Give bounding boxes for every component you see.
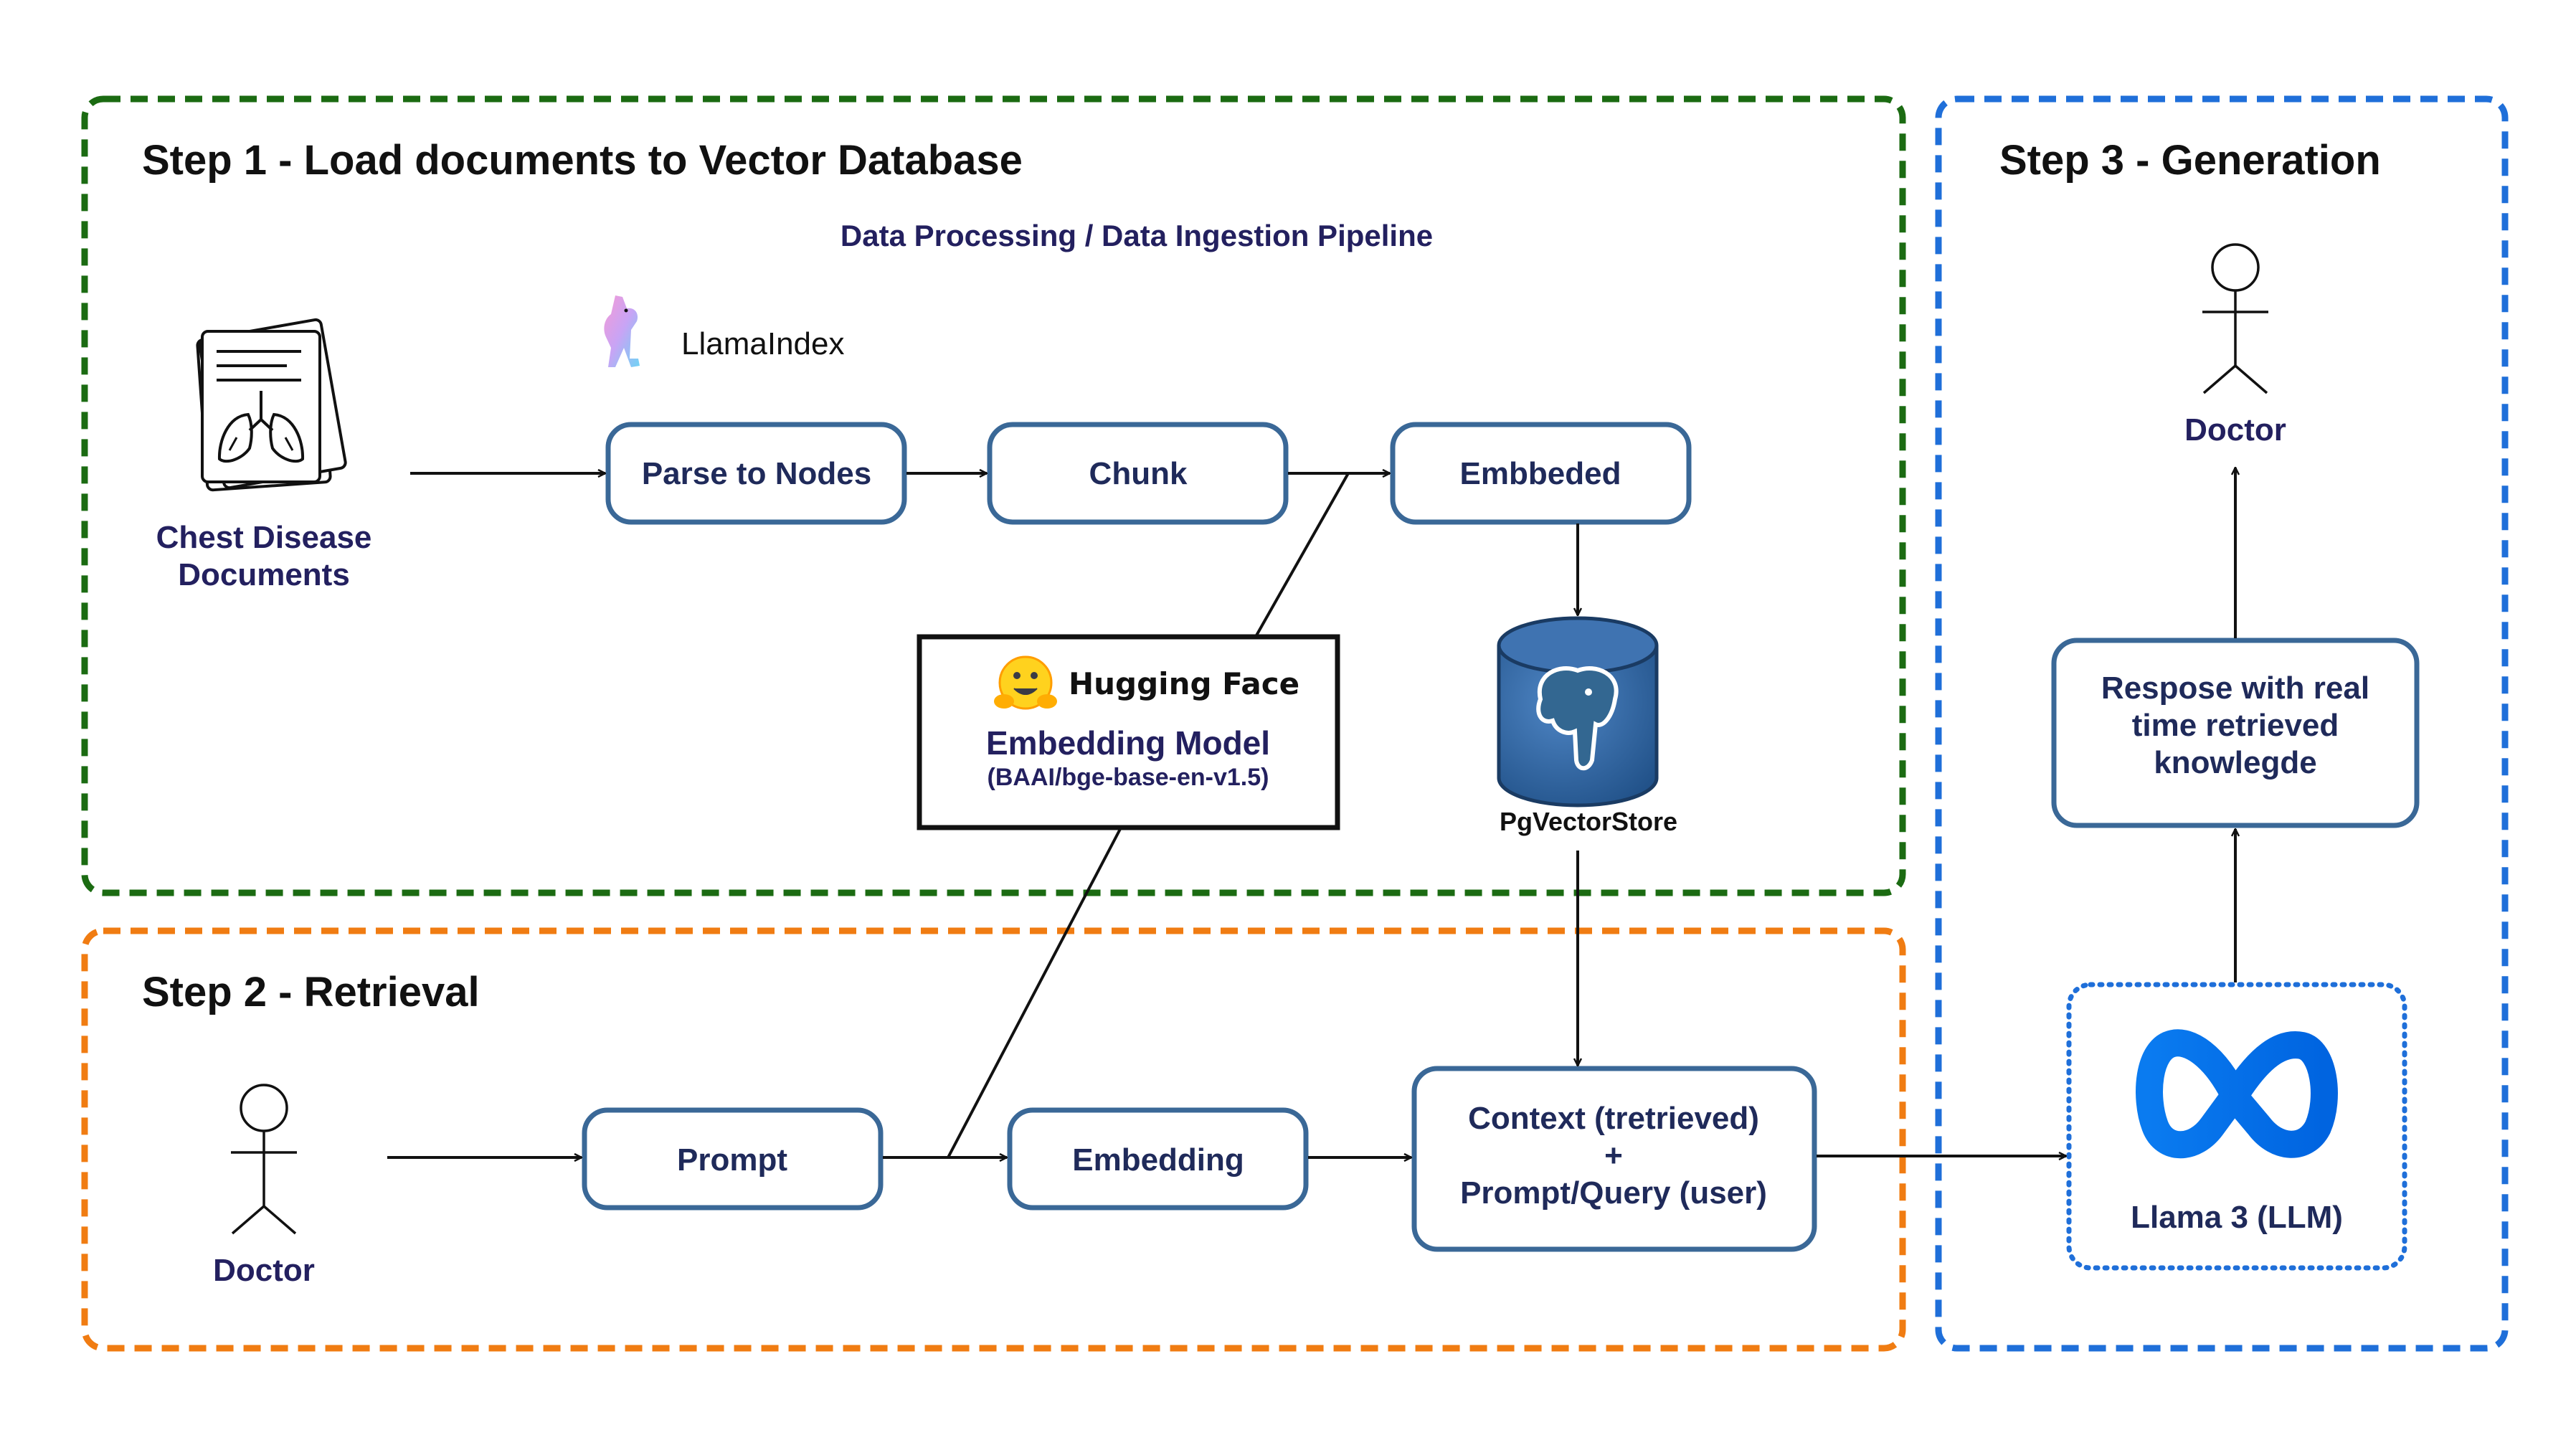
prompt-label: Prompt [677,1142,787,1178]
response-label-line2: time retrieved [2132,708,2339,743]
hugging-face-embedding-box: Hugging Face Embedding Model (BAAI/bge-b… [917,634,1340,830]
step2-section-border [81,927,1906,1352]
hf-to-prompt-line [947,828,1122,1158]
step1-subtitle: Data Processing / Data Ingestion Pipelin… [840,219,1433,252]
response-label-line3: knowlegde [2154,745,2316,780]
step1-title: Step 1 - Load documents to Vector Databa… [142,137,1023,184]
embedded-node: Embbeded [1390,422,1692,525]
response-label-line1: Respose with real [2101,671,2369,706]
response-node: Respose with real time retrieved knowleg… [2051,638,2420,828]
step1-section-border [81,95,1906,896]
document-lungs-icon [196,318,347,492]
embedded-label: Embbeded [1460,456,1621,491]
context-label-line1: Context (tretrieved) [1468,1101,1759,1136]
chunk-label: Chunk [1089,456,1188,491]
context-label-line3: Prompt/Query (user) [1460,1175,1767,1211]
stick-figure-icon [231,1084,297,1235]
stick-figure-icon [2202,243,2268,394]
embedding-model-id: (BAAI/bge-base-en-v1.5) [988,764,1269,791]
embedding-label: Embedding [1072,1142,1244,1178]
prompt-node: Prompt [582,1107,884,1211]
hf-to-embedded-line [1255,473,1350,636]
documents-label: Chest Disease [156,520,372,555]
pgvectorstore-label: PgVectorStore [1500,807,1677,836]
llama-logo-icon [604,295,640,367]
generation-doctor-label: Doctor [2184,412,2286,447]
llm-label: Llama 3 (LLM) [2131,1200,2343,1235]
parse-to-nodes-node: Parse to Nodes [605,422,907,525]
step3-title: Step 3 - Generation [1999,137,2381,184]
llamaindex-label: LlamaIndex [681,326,844,361]
meta-logo-icon [2136,1029,2338,1159]
documents-label-line2: Documents [178,557,350,592]
parse-to-nodes-label: Parse to Nodes [642,456,871,491]
chunk-node: Chunk [987,422,1289,525]
step2-title: Step 2 - Retrieval [142,969,480,1015]
context-node: Context (tretrieved) + Prompt/Query (use… [1411,1066,1817,1252]
embedding-model-label: Embedding Model [986,724,1270,762]
context-label-line2: + [1604,1138,1623,1173]
postgres-elephant-icon [1497,616,1659,807]
hugging-face-emoji-icon [994,655,1057,710]
retrieval-doctor-label: Doctor [213,1253,315,1288]
llm-node: Llama 3 (LLM) [2066,982,2407,1271]
hugging-face-brand: Hugging Face [1069,666,1299,701]
embedding-node: Embedding [1007,1107,1309,1211]
